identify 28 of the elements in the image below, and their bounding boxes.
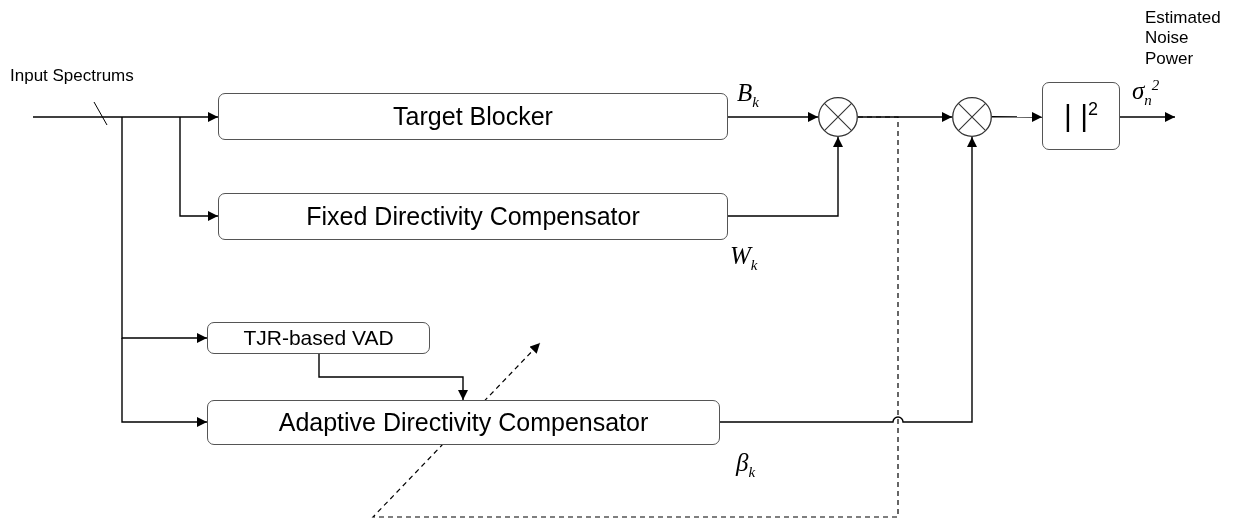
signal-arrow [318, 353, 468, 401]
signal-arrow [727, 112, 819, 122]
process-block [1042, 82, 1120, 150]
annotation-text: Estimated Noise Power [1145, 8, 1222, 70]
signal-arrow [121, 337, 208, 427]
multiplier-symbol [952, 97, 992, 137]
signal-label: β$_{k}$ [736, 450, 756, 480]
signal-label: B$_{k}$ [737, 80, 759, 110]
annotation-text: Input Spectrums [10, 66, 135, 87]
process-block [218, 93, 728, 140]
process-block [207, 400, 720, 445]
block-label: | |$^{2}$ [1064, 99, 1098, 133]
block-label: Target Blocker [393, 102, 553, 131]
process-block [218, 193, 728, 240]
process-block [207, 322, 430, 354]
adaptation-arrow [371, 116, 899, 518]
signal-arrow [32, 112, 219, 122]
signal-arrow [179, 116, 219, 221]
signal-arrow [719, 136, 977, 423]
signal-arrow [727, 136, 843, 217]
signal-arrow [1119, 112, 1176, 122]
signal-arrow [121, 116, 208, 343]
block-label: Fixed Directivity Compensator [306, 202, 640, 231]
signal-label: W$_{k}$ [730, 243, 758, 273]
signal-arrow [991, 111, 1043, 122]
block-label: Adaptive Directivity Compensator [278, 408, 649, 437]
multiplier-symbol [818, 97, 858, 137]
block-label: TJR-based VAD [243, 326, 394, 350]
